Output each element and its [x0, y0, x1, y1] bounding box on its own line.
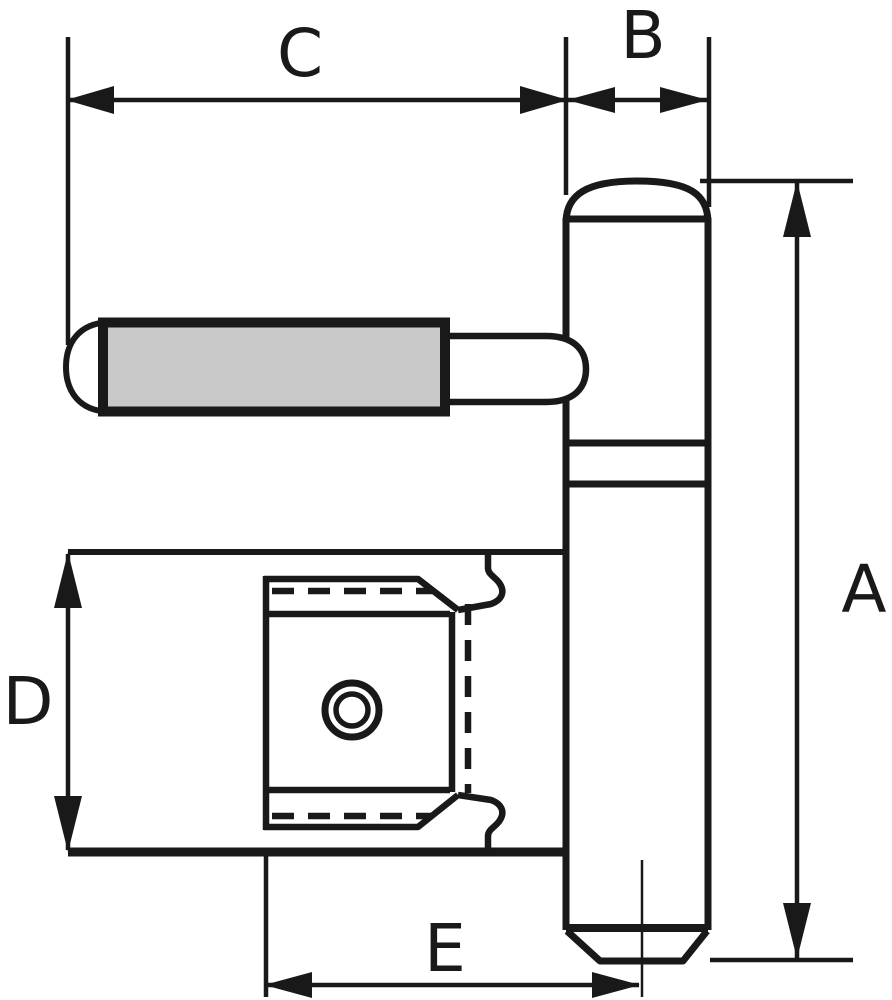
dimension-label-c: C — [277, 15, 323, 92]
dimension-label-d: D — [3, 663, 54, 740]
pin-neck — [441, 332, 590, 406]
e-arrowhead-left — [264, 972, 312, 998]
dimension-c: C — [65, 15, 569, 345]
barrel-bottom-chamfer — [564, 928, 710, 965]
e-arrowhead-right — [592, 972, 640, 998]
hinge-barrel — [562, 177, 712, 997]
screw-hole-inner — [333, 691, 371, 729]
pin-end-cap — [63, 319, 109, 415]
dimension-e: E — [263, 856, 640, 998]
c-arrowhead-right — [520, 86, 568, 114]
bracket-bottom-tab-edge — [264, 792, 461, 831]
dimension-d: D — [3, 552, 82, 852]
b-arrowhead-right — [660, 87, 708, 113]
c-arrowhead-left — [66, 86, 114, 114]
dimension-label-a: A — [841, 551, 886, 628]
barrel-dome-top — [562, 177, 712, 222]
bracket-bottom-ear-curve — [457, 791, 506, 850]
d-arrowhead-down — [54, 796, 82, 852]
dimension-b: B — [567, 0, 712, 207]
screw-hole-outer — [321, 679, 383, 741]
d-arrowhead-up — [54, 552, 82, 608]
pin-body — [98, 317, 450, 417]
a-arrowhead-down — [783, 903, 811, 959]
dimension-label-e: E — [424, 910, 466, 987]
a-arrowhead-up — [783, 181, 811, 237]
mounting-sleeve — [68, 549, 566, 857]
bracket-top-tab-edge — [264, 575, 460, 613]
b-arrowhead-left — [567, 87, 615, 113]
hinge-pin — [63, 317, 590, 417]
dimension-label-b: B — [620, 0, 665, 74]
bracket-top-ear-curve — [457, 554, 506, 614]
dimension-a: A — [700, 178, 887, 963]
flange-bracket — [262, 554, 506, 850]
